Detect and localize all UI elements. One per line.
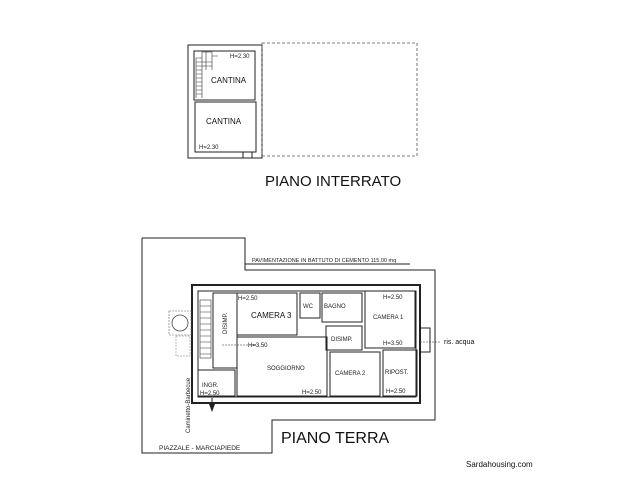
h350-left: H=3.50 [248, 343, 268, 349]
wc-room [299, 292, 321, 319]
site-boundary [141, 237, 436, 454]
ingr-room [197, 369, 236, 397]
disimp-right-label: DISIMP. [331, 337, 353, 343]
cantina-room-1 [193, 50, 256, 101]
watermark: Sardahousing.com [466, 460, 533, 469]
camera1-room [364, 290, 416, 349]
water-label: ris. acqua [444, 339, 474, 346]
wc-label: WC [303, 304, 314, 310]
basement-door [242, 151, 253, 159]
camera2-room [329, 351, 381, 397]
ground-floor-plan: PAVIMENTAZIONE IN BATTUTO DI CEMENTO 115… [141, 237, 474, 454]
ripost-height: H=2.50 [386, 389, 406, 395]
cantina-1-label: CANTINA [211, 76, 247, 85]
camera1-height: H=2.50 [383, 295, 403, 301]
stairs-icon [195, 51, 218, 98]
disimp-left-label: DISIMP. [223, 312, 229, 334]
soggiorno-label: SOGGIORNO [267, 366, 305, 372]
basement-title: PIANO INTERRATO [265, 173, 401, 190]
camera1-label: CAMERA 1 [373, 315, 404, 321]
cantina-2-height: H=2.30 [199, 145, 219, 151]
water-tank [419, 327, 431, 353]
camera3-label: CAMERA 3 [251, 311, 292, 320]
bagno-room [321, 292, 363, 323]
entrance-arrow-icon [209, 398, 215, 412]
soggiorno-height: H=2.50 [302, 390, 322, 396]
ripost-room [382, 349, 418, 397]
ingr-height: H=2.50 [200, 391, 220, 397]
basement-dashed-area [261, 42, 418, 157]
building-inner-wall [197, 290, 417, 398]
ingr-label: INGR. [202, 383, 219, 389]
bagno-label: BAGNO [324, 304, 346, 310]
cantina-1-height: H=2.30 [230, 54, 250, 60]
basement-plan: H=2.30 CANTINA CANTINA H=2.30 PIANO INTE… [187, 42, 418, 190]
paving-note: PAVIMENTAZIONE IN BATTUTO DI CEMENTO 115… [252, 258, 396, 264]
ground-floor-title: PIANO TERRA [281, 430, 390, 447]
camera3-room [236, 292, 298, 336]
camera2-label: CAMERA 2 [335, 371, 366, 377]
barbecue-label: Caminetto-Barbecue [186, 377, 192, 433]
cantina-2-label: CANTINA [206, 117, 242, 126]
h350-right: H=3.50 [383, 341, 403, 347]
stairs-icon [199, 299, 212, 359]
oven-icon [168, 310, 192, 357]
disimp-right-room [325, 325, 363, 351]
cantina-room-2 [194, 101, 257, 153]
yard-label: PIAZZALE - MARCIAPIEDE [159, 445, 241, 452]
camera3-height: H=2.50 [238, 296, 258, 302]
soggiorno-room [236, 336, 328, 397]
ripost-label: RIPOST. [385, 370, 409, 376]
